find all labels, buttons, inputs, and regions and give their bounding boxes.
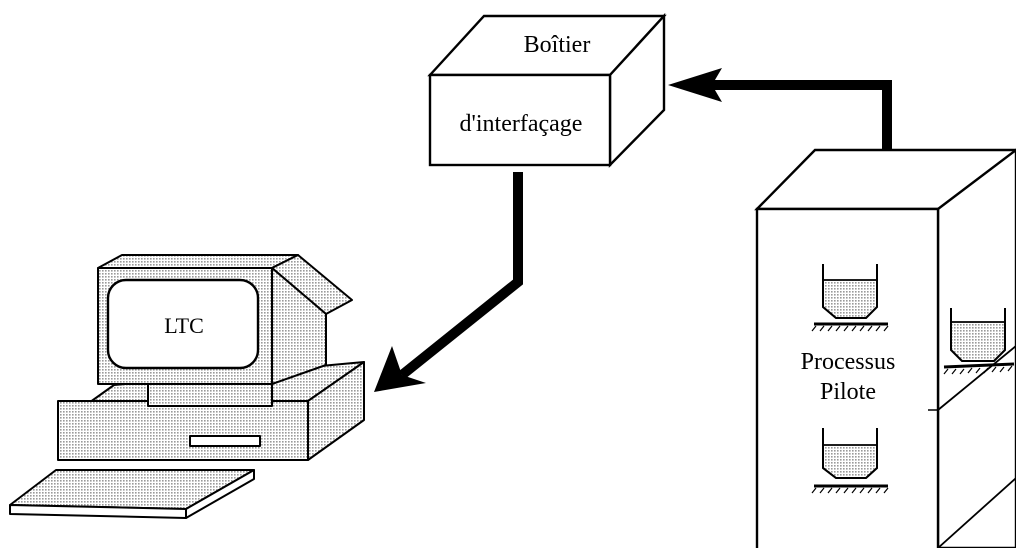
- process-label-1: Processus: [801, 349, 896, 375]
- interface-box-front: [428, 73, 612, 167]
- computer-screen-label: LTC: [164, 313, 204, 338]
- interface-box-label-2: d'interfaçage: [460, 111, 583, 137]
- interface-box: [427, 12, 667, 168]
- tank-2: [811, 428, 889, 494]
- process-side-lines: [937, 345, 1016, 549]
- tank-3: [943, 308, 1015, 375]
- computer: [9, 254, 365, 519]
- process-box: [754, 148, 1016, 553]
- monitor-stand: [147, 381, 273, 407]
- arrow-interface-to-computer: [374, 172, 523, 392]
- cpu-front: [57, 400, 309, 461]
- process-label-2: Pilote: [820, 379, 876, 405]
- interface-box-label-1: Boîtier: [524, 32, 591, 58]
- keyboard-top: [9, 469, 255, 510]
- keyboard-side: [185, 469, 255, 519]
- floppy-slot: [189, 435, 261, 447]
- monitor-top: [97, 254, 299, 269]
- monitor-screen: [106, 278, 260, 370]
- process-box-front: [755, 207, 940, 553]
- tank-1: [811, 264, 889, 332]
